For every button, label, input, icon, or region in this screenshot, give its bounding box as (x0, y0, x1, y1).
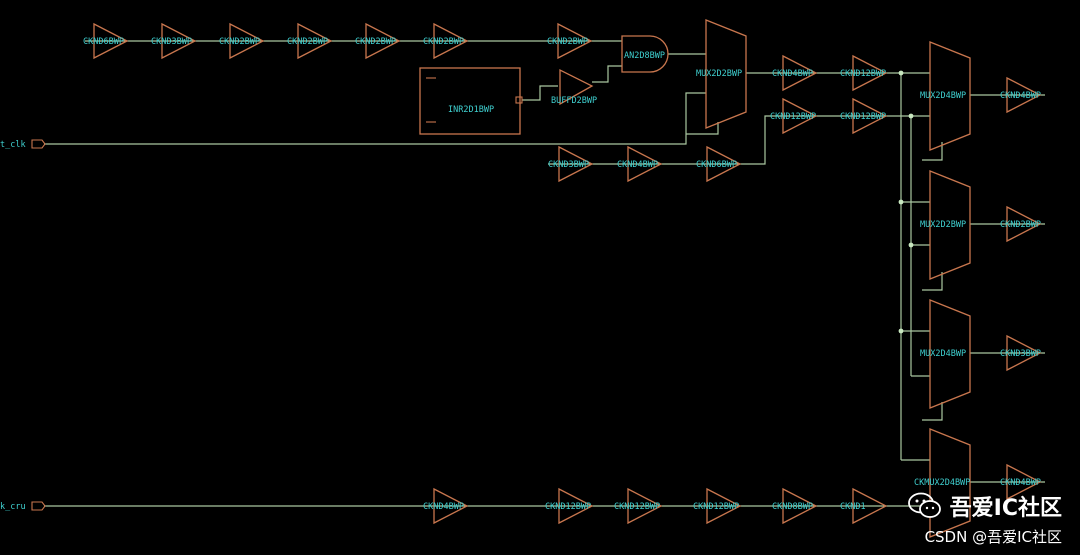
cell-cknd12-row1[interactable]: CKND12BWP (840, 54, 888, 92)
cell-label: MUX2D4BWP (920, 91, 966, 101)
cell-label: CKND12BWP (693, 502, 739, 512)
cell-bot-cknd1[interactable]: CKND1 (840, 487, 888, 525)
port-t-clk[interactable]: t_clk (0, 139, 46, 150)
wire-sel-b (922, 272, 943, 291)
cell-bot-cknd12-b[interactable]: CKND12BWP (614, 487, 663, 525)
wire-tclk (44, 92, 706, 145)
cell-label: CKND4BWP (617, 160, 658, 170)
cell-out-cknd3-c[interactable]: CKND3BWP (1000, 334, 1042, 372)
cell-cknd4-mid[interactable]: CKND4BWP (617, 145, 663, 183)
junction-dot (908, 113, 914, 119)
cell-label: MUX2D2BWP (696, 69, 742, 79)
cell-mux2d4-c[interactable]: MUX2D4BWP (920, 299, 971, 409)
junction-dot (898, 70, 904, 76)
junction-dot (908, 242, 914, 248)
cell-bot-cknd4[interactable]: CKND4BWP (423, 487, 469, 525)
port-label: k_cru (0, 502, 26, 512)
cell-label: CKND6BWP (696, 160, 737, 170)
cell-label: AN2D8BWP (624, 51, 665, 61)
cell-mux2d2-1[interactable]: MUX2D2BWP (696, 19, 747, 129)
cell-ckNd3[interactable]: CKND3BWP (151, 22, 197, 60)
cell-label: CKND2BWP (219, 37, 260, 47)
cell-label: CKND4BWP (1000, 91, 1041, 101)
cell-label: CKND4BWP (772, 69, 813, 79)
cell-mux2d4-a[interactable]: MUX2D4BWP (920, 41, 971, 151)
cell-label: MUX2D4BWP (920, 349, 966, 359)
cell-bot-cknd12-c[interactable]: CKND12BWP (693, 487, 742, 525)
cell-label: CKND3BWP (548, 160, 589, 170)
wires (44, 40, 1045, 507)
port-label: t_clk (0, 140, 26, 150)
cell-label: CKND3BWP (151, 37, 192, 47)
cell-cknd12-row2b[interactable]: CKND12BWP (840, 97, 888, 135)
cell-label: CKND3BWP (1000, 349, 1041, 359)
wire-sel-c (922, 402, 943, 421)
cell-cknd12-row2a[interactable]: CKND12BWP (770, 97, 818, 135)
wire-buff-and (592, 65, 622, 83)
wechat-icon (907, 492, 941, 518)
cell-label: CKND2BWP (287, 37, 328, 47)
cell-cknd4-row1[interactable]: CKND4BWP (772, 54, 818, 92)
cell-label: CKND2BWP (355, 37, 396, 47)
cell-ckNd6[interactable]: CKND6BWP (83, 22, 129, 60)
cell-label: BUFFD2BWP (551, 96, 597, 106)
cell-label: INR2D1BWP (448, 105, 494, 115)
cell-ckNd2-a[interactable]: CKND2BWP (219, 22, 265, 60)
cell-label: CKMUX2D4BWP (914, 478, 970, 488)
cell-out-cknd4-d[interactable]: CKND4BWP (1000, 463, 1042, 501)
junctions (898, 70, 914, 334)
cell-label: MUX2D2BWP (920, 220, 966, 230)
cell-label: CKND12BWP (614, 502, 660, 512)
cell-ckNd2-d[interactable]: CKND2BWP (423, 22, 469, 60)
port-k-cru[interactable]: k_cru (0, 501, 46, 512)
watermark-title: 吾爱IC社区 (949, 496, 1062, 521)
cell-bot-cknd12-a[interactable]: CKND12BWP (545, 487, 594, 525)
cell-inr2d1[interactable]: INR2D1BWP (419, 67, 523, 135)
wire-sel-a (922, 142, 943, 161)
junction-dot (898, 199, 904, 205)
cell-label: CKND12BWP (840, 69, 886, 79)
watermark: 吾爱IC社区 CSDN @吾爱IC社区 (907, 490, 1062, 547)
cell-label: CKND12BWP (770, 112, 816, 122)
watermark-title-row: 吾爱IC社区 (907, 490, 1062, 522)
cell-ckNd2-c[interactable]: CKND2BWP (355, 22, 401, 60)
cell-label: CKND4BWP (1000, 478, 1041, 488)
cell-label: CKND1 (840, 502, 866, 512)
cell-cknd6-mid[interactable]: CKND6BWP (696, 145, 742, 183)
cell-label: CKND4BWP (423, 502, 464, 512)
cell-bot-cknd8[interactable]: CKND8BWP (772, 487, 818, 525)
wire-inr-buff (522, 85, 558, 101)
cell-buffd2[interactable]: BUFFD2BWP (551, 68, 597, 106)
cell-ckNd2-e[interactable]: CKND2BWP (547, 22, 593, 60)
cell-label: CKND2BWP (423, 37, 464, 47)
cell-and-gate[interactable]: AN2D8BWP (621, 35, 669, 73)
cell-label: CKND2BWP (1000, 220, 1041, 230)
cell-label: CKND8BWP (772, 502, 813, 512)
junction-dot (898, 328, 904, 334)
watermark-subtitle: CSDN @吾爱IC社区 (924, 528, 1062, 546)
cell-cknd3-mid[interactable]: CKND3BWP (548, 145, 594, 183)
cell-mux2d2-b[interactable]: MUX2D2BWP (920, 170, 971, 280)
cell-out-cknd2-b[interactable]: CKND2BWP (1000, 205, 1042, 243)
cell-ckNd2-b[interactable]: CKND2BWP (287, 22, 333, 60)
cell-label: CKND12BWP (840, 112, 886, 122)
cell-label: CKND2BWP (547, 37, 588, 47)
cell-out-cknd4-a[interactable]: CKND4BWP (1000, 76, 1042, 114)
wire-mux1-sel (686, 122, 719, 135)
cell-label: CKND6BWP (83, 37, 124, 47)
cell-label: CKND12BWP (545, 502, 591, 512)
wire-mid-chain (548, 115, 770, 165)
